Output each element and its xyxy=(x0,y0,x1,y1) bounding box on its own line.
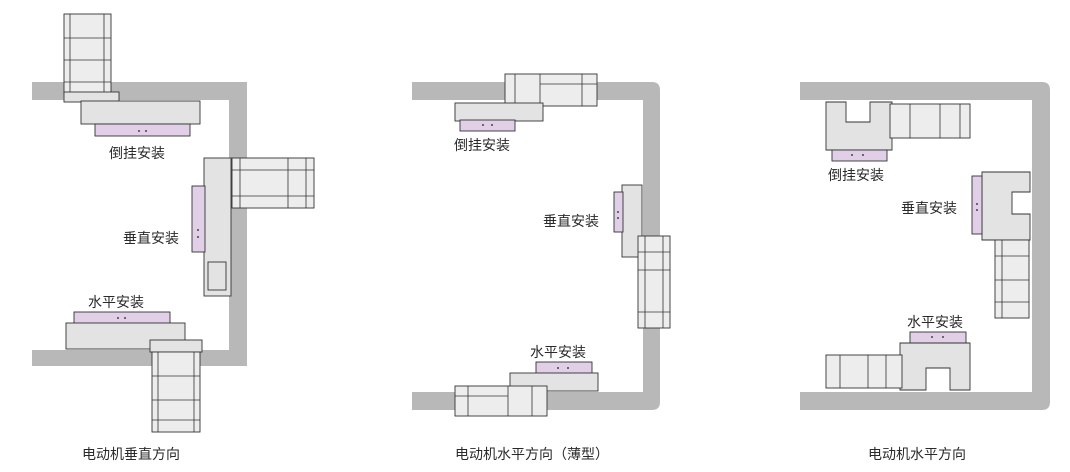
panel-motor-horizontal xyxy=(800,82,1050,410)
caption-motor-horizontal: 电动机水平方向 xyxy=(868,447,966,463)
caption-motor-horizontal-thin: 电动机水平方向（薄型） xyxy=(455,447,609,463)
actuator-horizontal-1 xyxy=(65,311,203,433)
panel-motor-horizontal-thin xyxy=(412,73,671,417)
label-invert-mount-1: 倒挂安装 xyxy=(109,146,165,162)
panel-motor-vertical xyxy=(32,13,315,433)
actuator-vertical-2 xyxy=(613,184,671,329)
actuator-vertical-1 xyxy=(191,157,315,297)
label-horizontal-mount-3: 水平安装 xyxy=(907,315,963,331)
caption-motor-vertical: 电动机垂直方向 xyxy=(82,447,180,463)
actuator-horizontal-3 xyxy=(825,331,971,391)
label-vertical-mount-3: 垂直安装 xyxy=(901,201,957,217)
label-vertical-mount-2: 垂直安装 xyxy=(543,214,599,230)
actuator-vertical-3 xyxy=(971,171,1031,319)
actuator-invert-1 xyxy=(63,13,201,137)
label-vertical-mount-1: 垂直安装 xyxy=(123,231,179,247)
actuator-horizontal-2 xyxy=(454,361,599,417)
label-invert-mount-3: 倒挂安装 xyxy=(828,168,884,184)
label-invert-mount-2: 倒挂安装 xyxy=(454,138,510,154)
actuator-invert-2 xyxy=(454,73,598,132)
actuator-invert-3 xyxy=(825,101,971,162)
label-horizontal-mount-2: 水平安装 xyxy=(530,345,586,361)
label-horizontal-mount-1: 水平安装 xyxy=(88,295,144,311)
